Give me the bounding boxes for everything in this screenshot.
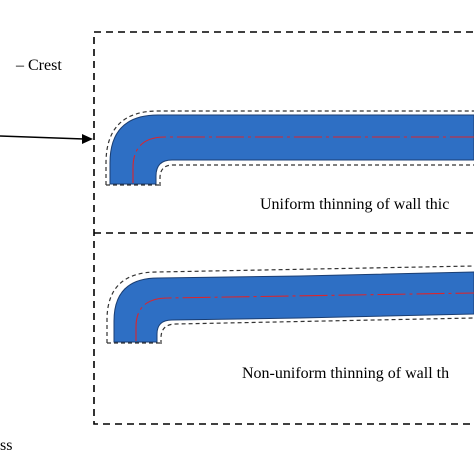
uniform-pipe-body [109, 114, 474, 185]
nonuniform-thinning-caption: Non-uniform thinning of wall th [242, 365, 450, 382]
bottom-text-fragment: ss [0, 437, 13, 454]
uniform-thinning-caption: Uniform thinning of wall thic [260, 196, 450, 213]
pointer-arrow [0, 134, 93, 144]
nonuniform-pipe [106, 265, 474, 344]
uniform-original-outline-inner [159, 164, 474, 186]
uniform-original-outline [105, 110, 474, 185]
nonuniform-original-outline-inner [160, 317, 474, 344]
crest-label: – Crest [16, 57, 62, 74]
nonuniform-original-outline [106, 265, 474, 343]
uniform-pipe [105, 110, 474, 186]
nonuniform-pipe-body [113, 271, 474, 343]
uniform-centerline [132, 136, 474, 183]
nonuniform-centerline [135, 292, 474, 341]
